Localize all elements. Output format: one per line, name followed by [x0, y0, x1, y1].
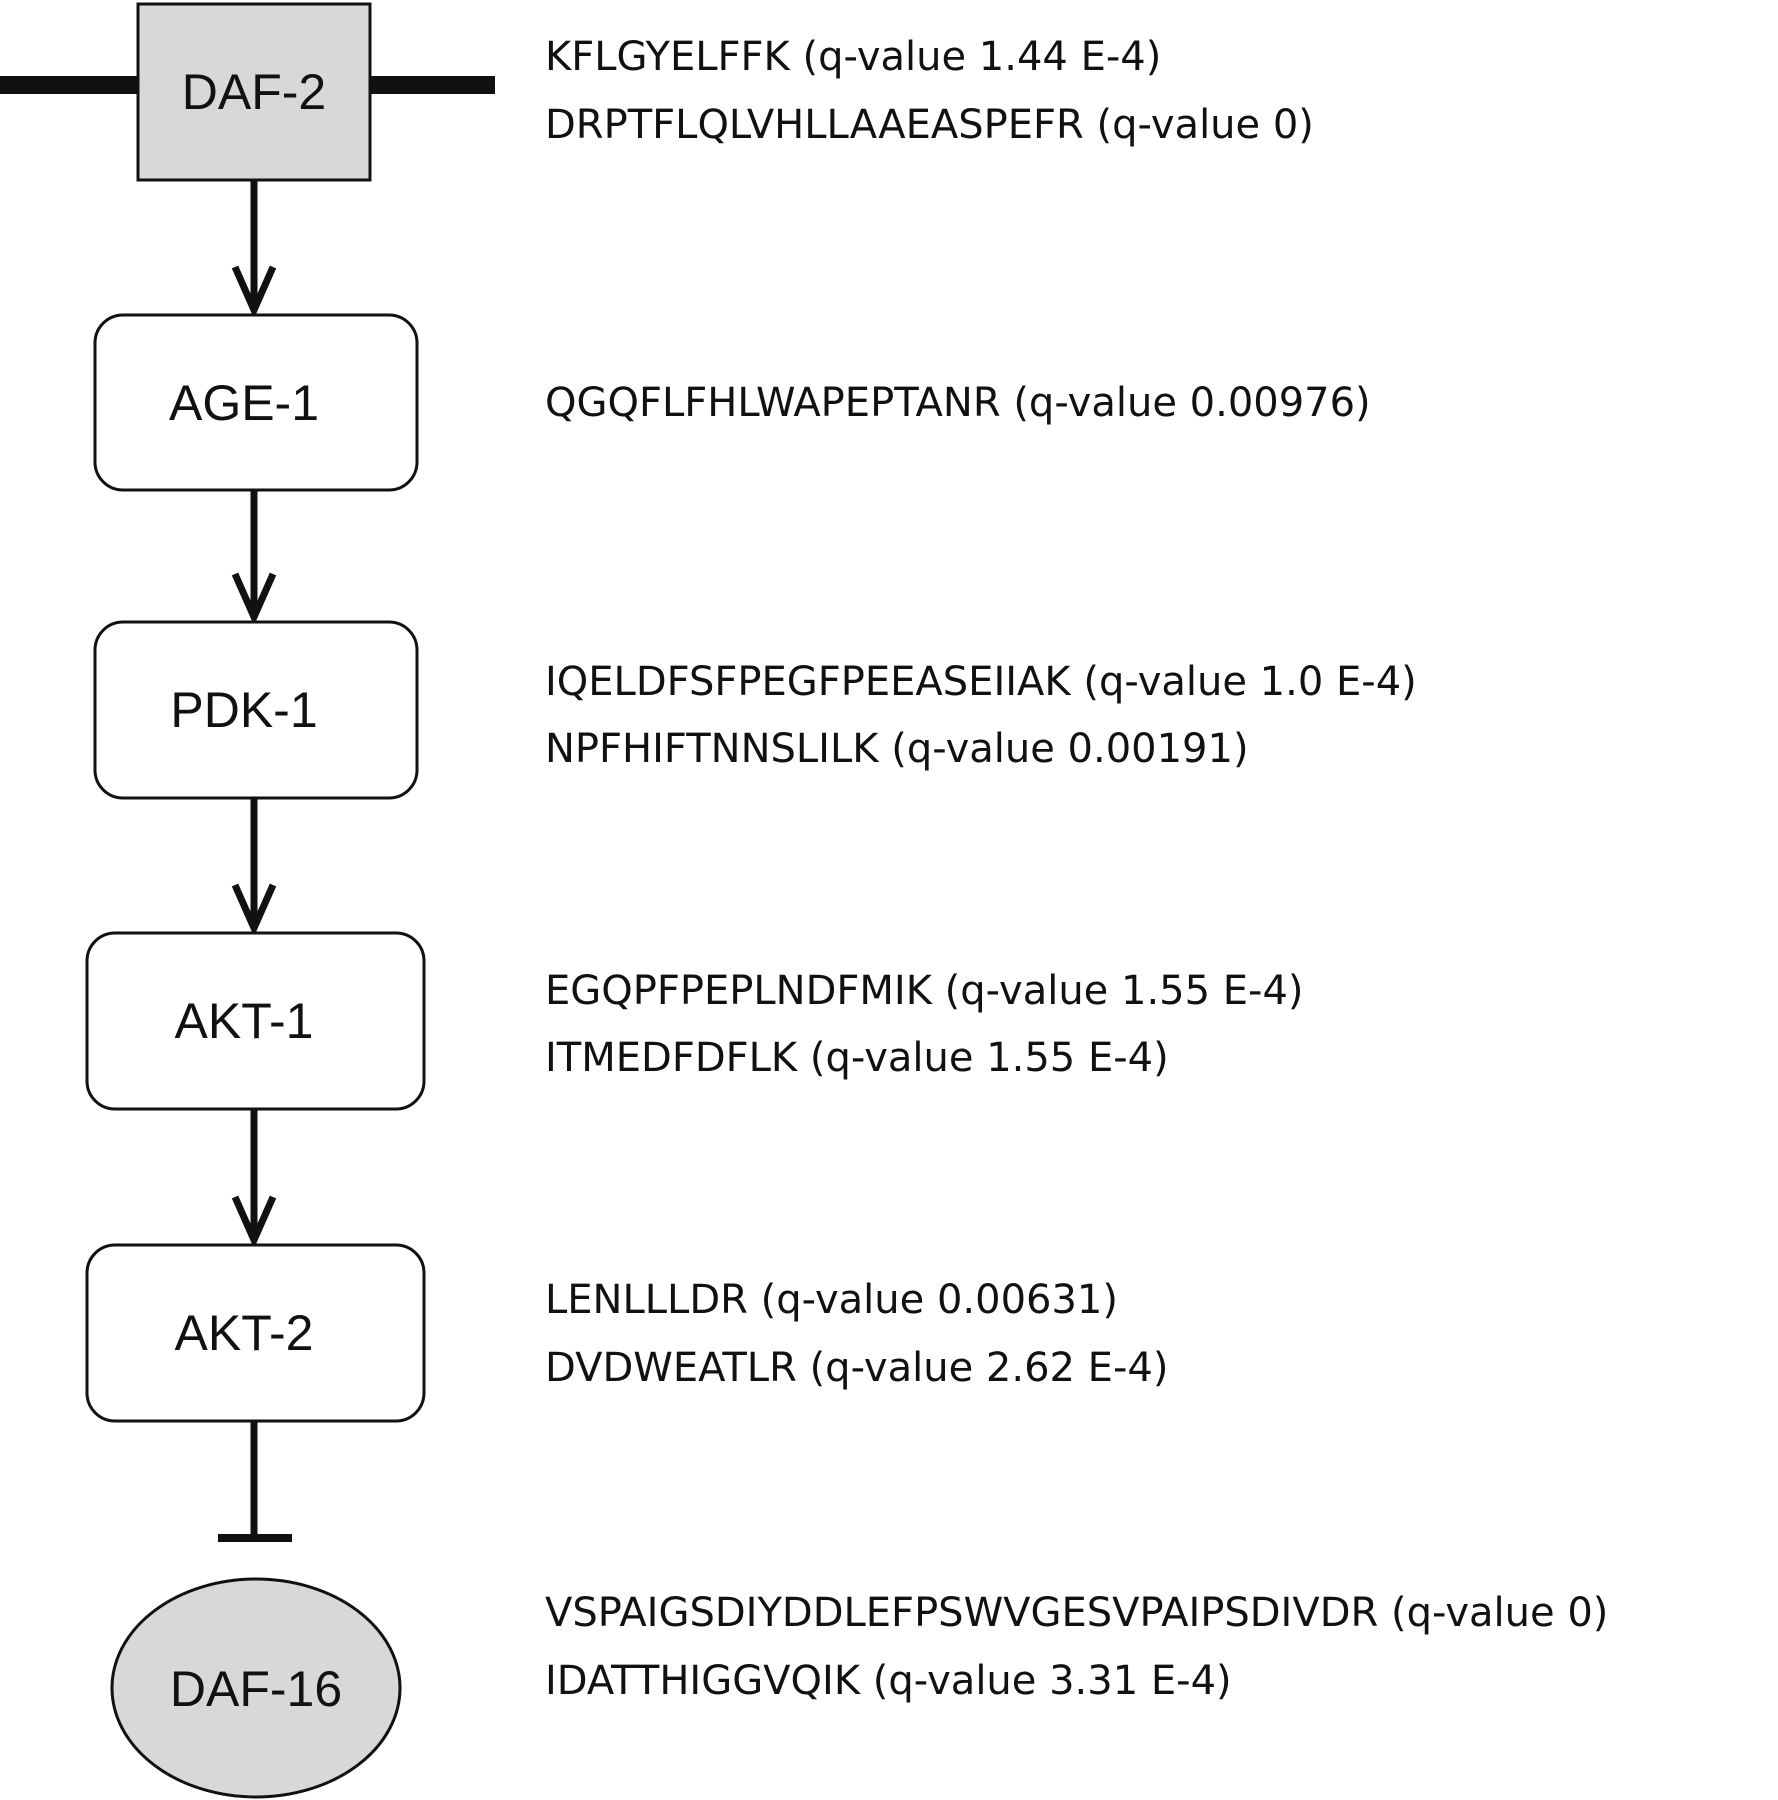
peptide-line: KFLGYELFFK (q-value 1.44 E-4) [545, 34, 1161, 80]
node-akt2: AKT-2 [85, 1243, 426, 1423]
peptide-line: DRPTFLQLVHLLAAEASPEFR (q-value 0) [545, 102, 1314, 148]
edge-age1-pdk1 [231, 490, 277, 626]
peptide-line: IQELDFSFPEGFPEEASEIIAK (q-value 1.0 E-4) [545, 659, 1417, 705]
daf16-ellipse [110, 1577, 402, 1799]
edge-akt1-akt2 [231, 1109, 277, 1249]
peptide-line: EGQPFPEPLNDFMIK (q-value 1.55 E-4) [545, 968, 1304, 1014]
peptide-line: VSPAIGSDIYDDLEFPSWVGESVPAIPSDIVDR (q-val… [545, 1590, 1608, 1636]
node-pdk1: PDK-1 [93, 620, 419, 800]
node-daf2: DAF-2 [136, 2, 372, 182]
edge-akt2-daf16-inhibition [218, 1421, 292, 1542]
edge-daf2-age1 [231, 180, 277, 319]
peptides-pdk1: IQELDFSFPEGFPEEASEIIAK (q-value 1.0 E-4)… [545, 659, 1417, 772]
peptides-daf16: VSPAIGSDIYDDLEFPSWVGESVPAIPSDIVDR (q-val… [545, 1590, 1608, 1704]
peptide-line: LENLLLDR (q-value 0.00631) [545, 1277, 1118, 1323]
node-age1: AGE-1 [93, 313, 419, 492]
daf16-label: DAF-16 [170, 1661, 342, 1717]
daf2-box [136, 2, 372, 182]
peptide-line: ITMEDFDFLK (q-value 1.55 E-4) [545, 1035, 1169, 1081]
daf2-label: DAF-2 [182, 64, 326, 120]
node-akt1: AKT-1 [85, 931, 426, 1111]
node-daf16: DAF-16 [110, 1577, 402, 1799]
peptide-line: NPFHIFTNNSLILK (q-value 0.00191) [545, 726, 1249, 772]
peptides-akt1: EGQPFPEPLNDFMIK (q-value 1.55 E-4) ITMED… [545, 968, 1304, 1081]
peptides-daf2: KFLGYELFFK (q-value 1.44 E-4) DRPTFLQLVH… [545, 34, 1314, 148]
peptide-line: IDATTHIGGVQIK (q-value 3.31 E-4) [545, 1658, 1232, 1704]
peptide-line: QGQFLFHLWAPEPTANR (q-value 0.00976) [545, 380, 1371, 426]
age1-label: AGE-1 [169, 375, 319, 431]
edge-pdk1-akt1 [231, 798, 277, 937]
peptide-line: DVDWEATLR (q-value 2.62 E-4) [545, 1345, 1168, 1391]
pdk1-label: PDK-1 [170, 682, 317, 738]
akt2-label: AKT-2 [175, 1305, 314, 1361]
akt1-label: AKT-1 [175, 993, 314, 1049]
peptides-age1: QGQFLFHLWAPEPTANR (q-value 0.00976) [545, 380, 1371, 426]
peptides-akt2: LENLLLDR (q-value 0.00631) DVDWEATLR (q-… [545, 1277, 1168, 1391]
